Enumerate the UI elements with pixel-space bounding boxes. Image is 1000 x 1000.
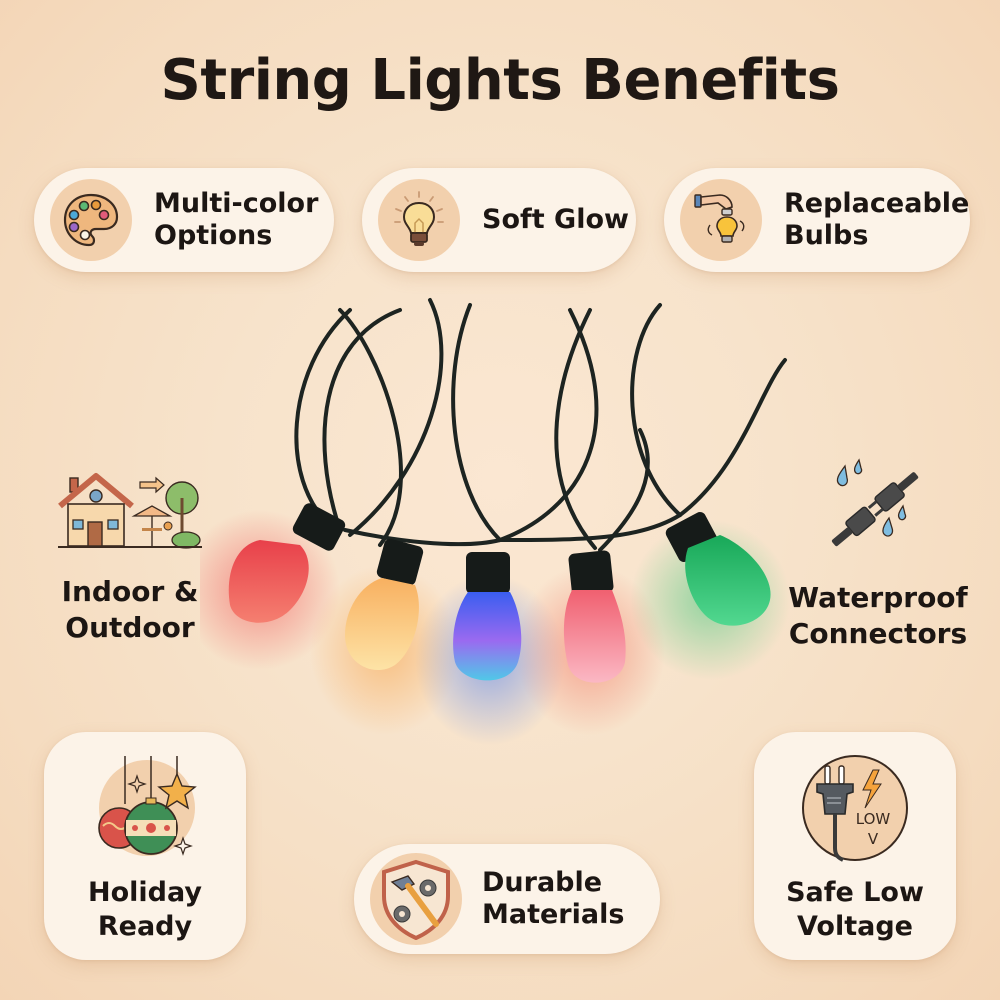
benefit-label: Replaceable xyxy=(784,188,970,219)
benefit-multi-color: Multi-color Options xyxy=(34,168,334,272)
lightbulb-icon xyxy=(378,179,460,261)
benefit-waterproof-connectors: Waterproof Connectors xyxy=(786,458,970,652)
benefit-indoor-outdoor: Indoor & Outdoor xyxy=(50,470,210,646)
benefit-label: Soft Glow xyxy=(482,204,629,235)
benefit-label: Waterproof xyxy=(788,581,968,614)
benefit-label: Voltage xyxy=(796,911,913,942)
benefit-label: Indoor & xyxy=(61,575,199,608)
hand-replacing-bulb-icon xyxy=(680,179,762,261)
benefit-label: Safe Low xyxy=(786,877,924,908)
volt-text: V xyxy=(868,830,879,848)
house-patio-icon xyxy=(56,470,204,556)
palette-icon xyxy=(50,179,132,261)
benefit-label: Multi-color xyxy=(154,188,319,219)
benefit-label: Outdoor xyxy=(65,611,195,644)
string-lights-illustration xyxy=(200,298,790,745)
plug-connector-water-icon xyxy=(823,458,933,562)
benefit-durable-materials: Durable Materials xyxy=(354,844,660,954)
page-title: String Lights Benefits xyxy=(160,48,840,113)
benefit-replaceable-bulbs: Replaceable Bulbs xyxy=(664,168,970,272)
benefit-label: Materials xyxy=(482,899,625,930)
benefit-safe-low-voltage: LOW V Safe Low Voltage xyxy=(754,732,956,960)
benefit-label: Connectors xyxy=(788,617,968,650)
benefit-label: Options xyxy=(154,220,273,251)
benefit-label: Durable xyxy=(482,867,603,898)
ornaments-icon xyxy=(89,752,201,864)
benefit-label: Holiday xyxy=(88,877,202,908)
benefit-label: Ready xyxy=(97,911,193,942)
shield-hammer-gears-icon xyxy=(370,853,462,945)
benefit-label: Bulbs xyxy=(784,220,869,251)
plug-low-voltage-icon: LOW V xyxy=(799,752,911,864)
benefit-soft-glow: Soft Glow xyxy=(362,168,636,272)
benefit-holiday-ready: Holiday Ready xyxy=(44,732,246,960)
low-voltage-text: LOW xyxy=(856,810,891,828)
